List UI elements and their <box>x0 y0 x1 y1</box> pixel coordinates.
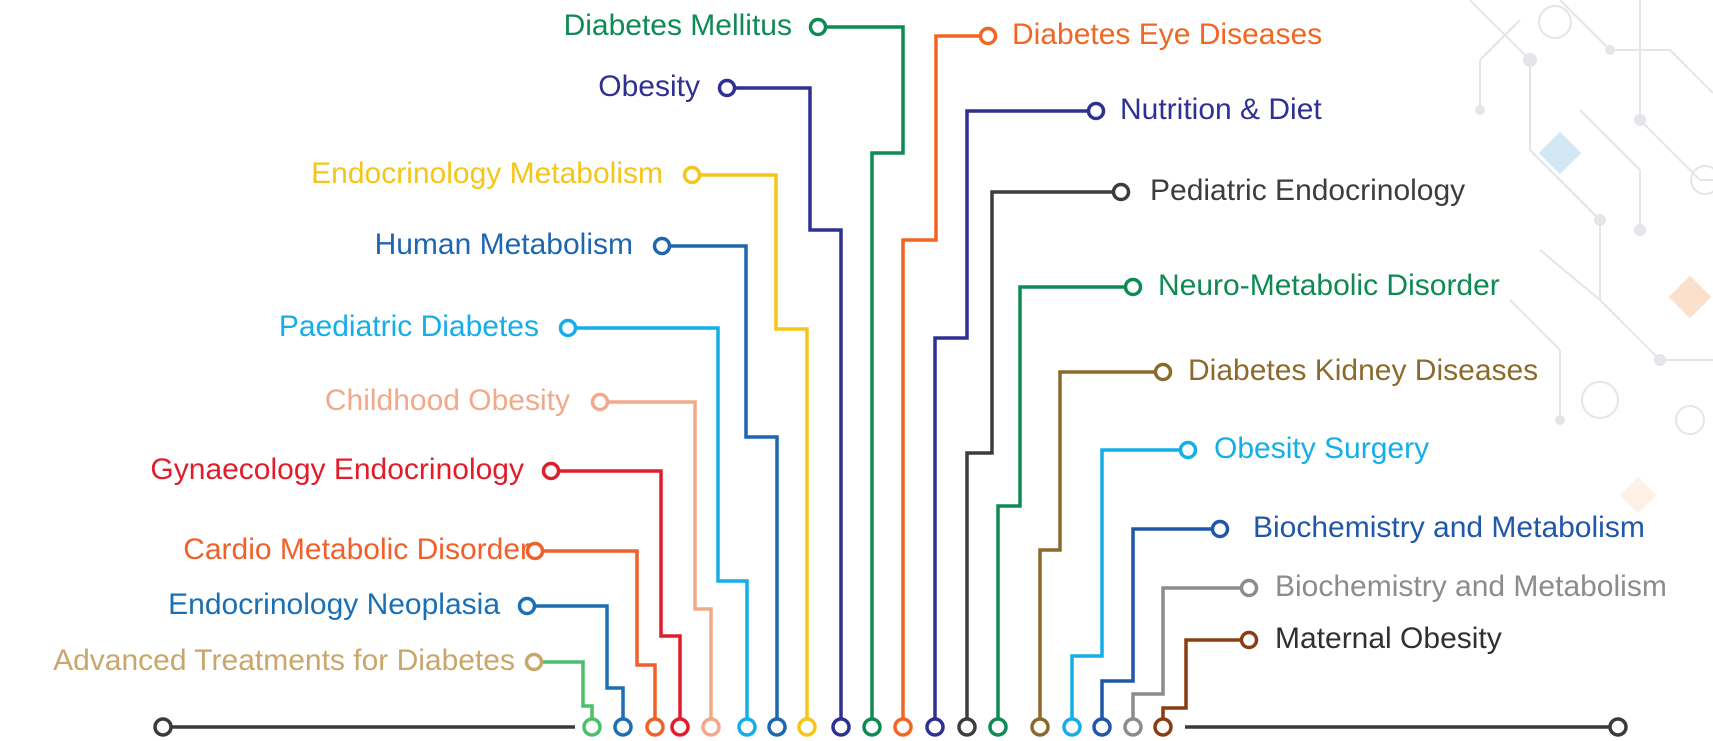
circuit-trace <box>1670 50 1713 93</box>
topic-node <box>520 599 535 614</box>
baseline-node <box>1125 719 1141 735</box>
circuit-trace <box>1640 120 1700 180</box>
topic-node <box>1181 443 1196 458</box>
diamond-blue <box>1539 132 1581 174</box>
topic-label-childhood-obesity[interactable]: Childhood Obesity <box>325 383 570 419</box>
connector-1 <box>727 88 841 727</box>
topic-label-biochemistry-metabolism-gray[interactable]: Biochemistry and Metabolism <box>1275 569 1667 605</box>
circuit-dot <box>1475 105 1485 115</box>
baseline-node <box>769 719 785 735</box>
baseline-node <box>833 719 849 735</box>
circuit-dot <box>1594 214 1606 226</box>
topic-node <box>1126 280 1141 295</box>
baseline-node <box>1155 719 1171 735</box>
topic-label-cardio-metabolic-disorder[interactable]: Cardio Metabolic Disorder <box>183 532 530 568</box>
connector-9 <box>534 662 592 727</box>
circuit-ring <box>1539 6 1571 38</box>
topic-node <box>1114 185 1129 200</box>
topic-node <box>593 395 608 410</box>
connector-right-2 <box>967 192 1121 727</box>
baseline-node <box>739 719 755 735</box>
circuit-dot <box>1605 45 1615 55</box>
topic-node <box>1089 104 1104 119</box>
topic-node <box>655 239 670 254</box>
topic-label-diabetes-mellitus[interactable]: Diabetes Mellitus <box>564 8 792 44</box>
topic-label-maternal-obesity[interactable]: Maternal Obesity <box>1275 621 1502 657</box>
circuit-ring <box>1582 382 1618 418</box>
baseline-node <box>615 719 631 735</box>
baseline-end-node <box>1610 719 1626 735</box>
baseline-node <box>799 719 815 735</box>
circuit-dot <box>1634 114 1646 126</box>
circuit-dot <box>1555 415 1565 425</box>
connector-right-6 <box>1102 529 1220 727</box>
topic-label-human-metabolism[interactable]: Human Metabolism <box>375 227 633 263</box>
baseline-node <box>703 719 719 735</box>
topic-label-endocrinology-neoplasia[interactable]: Endocrinology Neoplasia <box>168 587 500 623</box>
baseline-node <box>647 719 663 735</box>
connector-right-7 <box>1133 588 1249 727</box>
topic-node <box>1242 581 1257 596</box>
topic-label-neuro-metabolic-disorder[interactable]: Neuro-Metabolic Disorder <box>1158 268 1500 304</box>
connector-7 <box>535 551 655 727</box>
baseline-node <box>1032 719 1048 735</box>
baseline-node <box>959 719 975 735</box>
topic-label-nutrition-diet[interactable]: Nutrition & Diet <box>1120 92 1322 128</box>
baseline-node <box>895 719 911 735</box>
diamond-peach <box>1620 477 1657 514</box>
circuit-trace <box>1580 110 1640 170</box>
connector-right-8 <box>1163 640 1249 727</box>
connector-right-0 <box>903 36 988 727</box>
topic-node <box>1242 633 1257 648</box>
circuit-trace <box>1560 0 1610 50</box>
baseline-node <box>584 719 600 735</box>
topic-node <box>981 29 996 44</box>
connector-right-1 <box>935 111 1096 727</box>
baseline-node <box>1064 719 1080 735</box>
baseline-node <box>672 719 688 735</box>
circuit-background-decoration <box>1470 0 1713 513</box>
baseline-node <box>927 719 943 735</box>
circuit-dot <box>1634 224 1646 236</box>
baseline-node <box>990 719 1006 735</box>
topic-label-obesity[interactable]: Obesity <box>598 69 700 105</box>
topic-label-obesity-surgery[interactable]: Obesity Surgery <box>1214 431 1429 467</box>
topic-node <box>720 81 735 96</box>
topic-label-pediatric-endocrinology[interactable]: Pediatric Endocrinology <box>1150 173 1465 209</box>
circuit-trace <box>1510 300 1560 350</box>
topic-label-endocrinology-metabolism[interactable]: Endocrinology Metabolism <box>311 156 663 192</box>
topic-label-diabetes-eye-diseases[interactable]: Diabetes Eye Diseases <box>1012 17 1322 53</box>
topic-node <box>527 655 542 670</box>
connector-4 <box>568 328 747 727</box>
topic-node <box>544 464 559 479</box>
baseline-end-node <box>155 719 171 735</box>
baseline-node <box>1094 719 1110 735</box>
topic-label-biochemistry-metabolism[interactable]: Biochemistry and Metabolism <box>1253 510 1645 546</box>
topic-node <box>685 168 700 183</box>
topic-node <box>811 20 826 35</box>
diamond-orange <box>1669 276 1711 318</box>
circuit-dot <box>1523 53 1537 67</box>
baseline-node <box>864 719 880 735</box>
topic-node <box>1156 365 1171 380</box>
connector-0 <box>818 27 903 727</box>
circuit-trace <box>1540 250 1600 300</box>
topic-label-gynaecology-endocrinology[interactable]: Gynaecology Endocrinology <box>150 452 524 488</box>
topic-label-diabetes-kidney-diseases[interactable]: Diabetes Kidney Diseases <box>1188 353 1538 389</box>
topic-label-advanced-treatments[interactable]: Advanced Treatments for Diabetes <box>53 643 515 679</box>
circuit-trace <box>1600 300 1660 360</box>
topic-node <box>1213 522 1228 537</box>
circuit-ring <box>1676 406 1704 434</box>
topic-node <box>561 321 576 336</box>
circuit-trace <box>1470 0 1530 60</box>
circuit-dot <box>1654 354 1666 366</box>
topic-label-paediatric-diabetes[interactable]: Paediatric Diabetes <box>279 309 539 345</box>
circuit-trace <box>1480 20 1520 60</box>
connector-right-3 <box>998 287 1133 727</box>
